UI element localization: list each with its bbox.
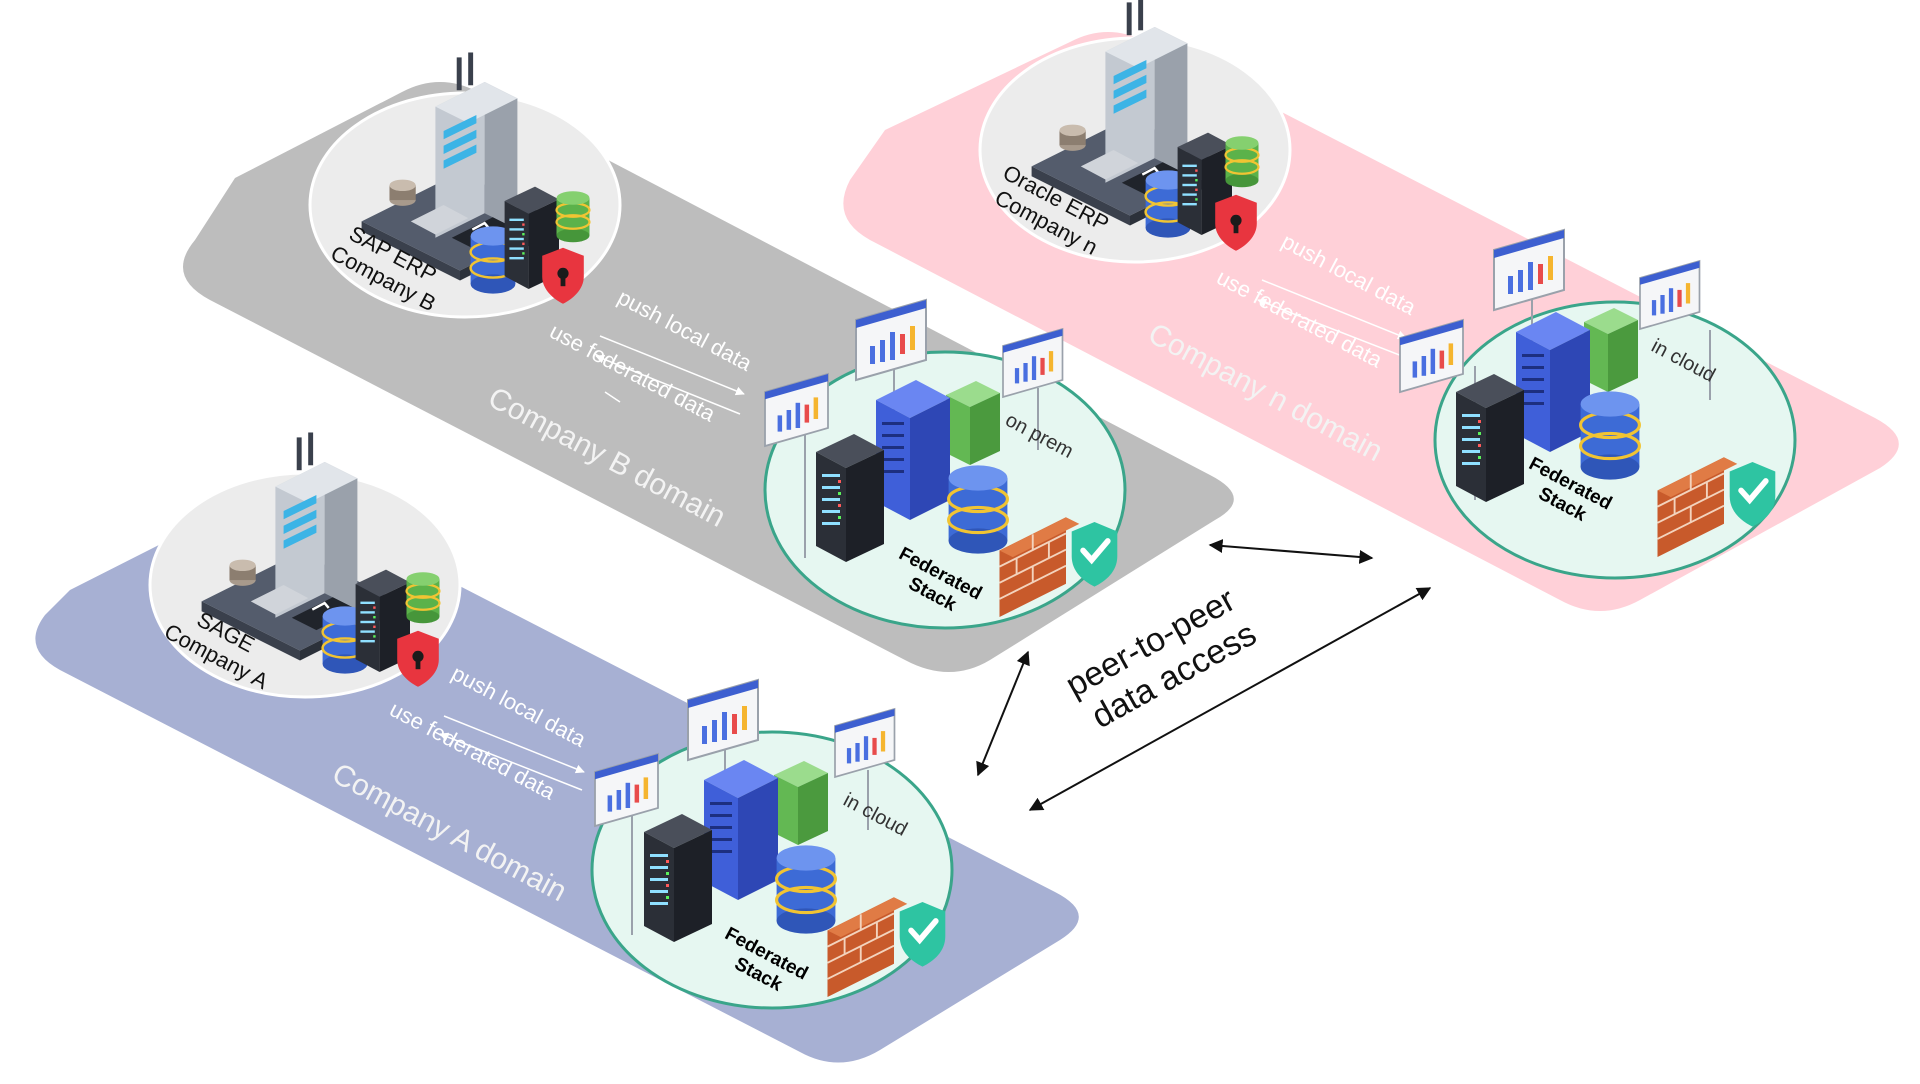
database-icon bbox=[405, 571, 441, 625]
p2p-arrow-b-n bbox=[1208, 539, 1374, 564]
server-rack-icon bbox=[774, 761, 828, 845]
server-rack-icon bbox=[1516, 312, 1590, 452]
database-icon bbox=[775, 843, 837, 936]
server-rack-icon bbox=[704, 760, 778, 900]
company-b-use-arrow bbox=[595, 354, 741, 415]
company-a-use-arrow bbox=[439, 732, 583, 791]
company-n-push-arrow bbox=[1261, 279, 1407, 340]
p2p-arrow-b-a bbox=[976, 650, 1030, 777]
company-n-use-arrow bbox=[1257, 298, 1403, 357]
server-rack-icon bbox=[876, 380, 950, 520]
server-rack-icon bbox=[1584, 308, 1638, 392]
database-icon bbox=[947, 463, 1009, 556]
database-icon bbox=[1224, 135, 1260, 189]
database-icon bbox=[555, 190, 591, 244]
database-icon bbox=[1579, 389, 1641, 482]
server-rack-icon bbox=[946, 381, 1000, 465]
p2p-arrow-a-n bbox=[1028, 587, 1432, 811]
server-rack-icon bbox=[1456, 374, 1524, 502]
svg-text:peer-to-peer data access: peer-to-peer data access bbox=[1059, 576, 1269, 740]
server-rack-icon bbox=[644, 814, 712, 942]
company-b-push-arrow bbox=[599, 335, 745, 396]
server-rack-icon bbox=[816, 434, 884, 562]
company-a-push-arrow bbox=[443, 715, 585, 774]
